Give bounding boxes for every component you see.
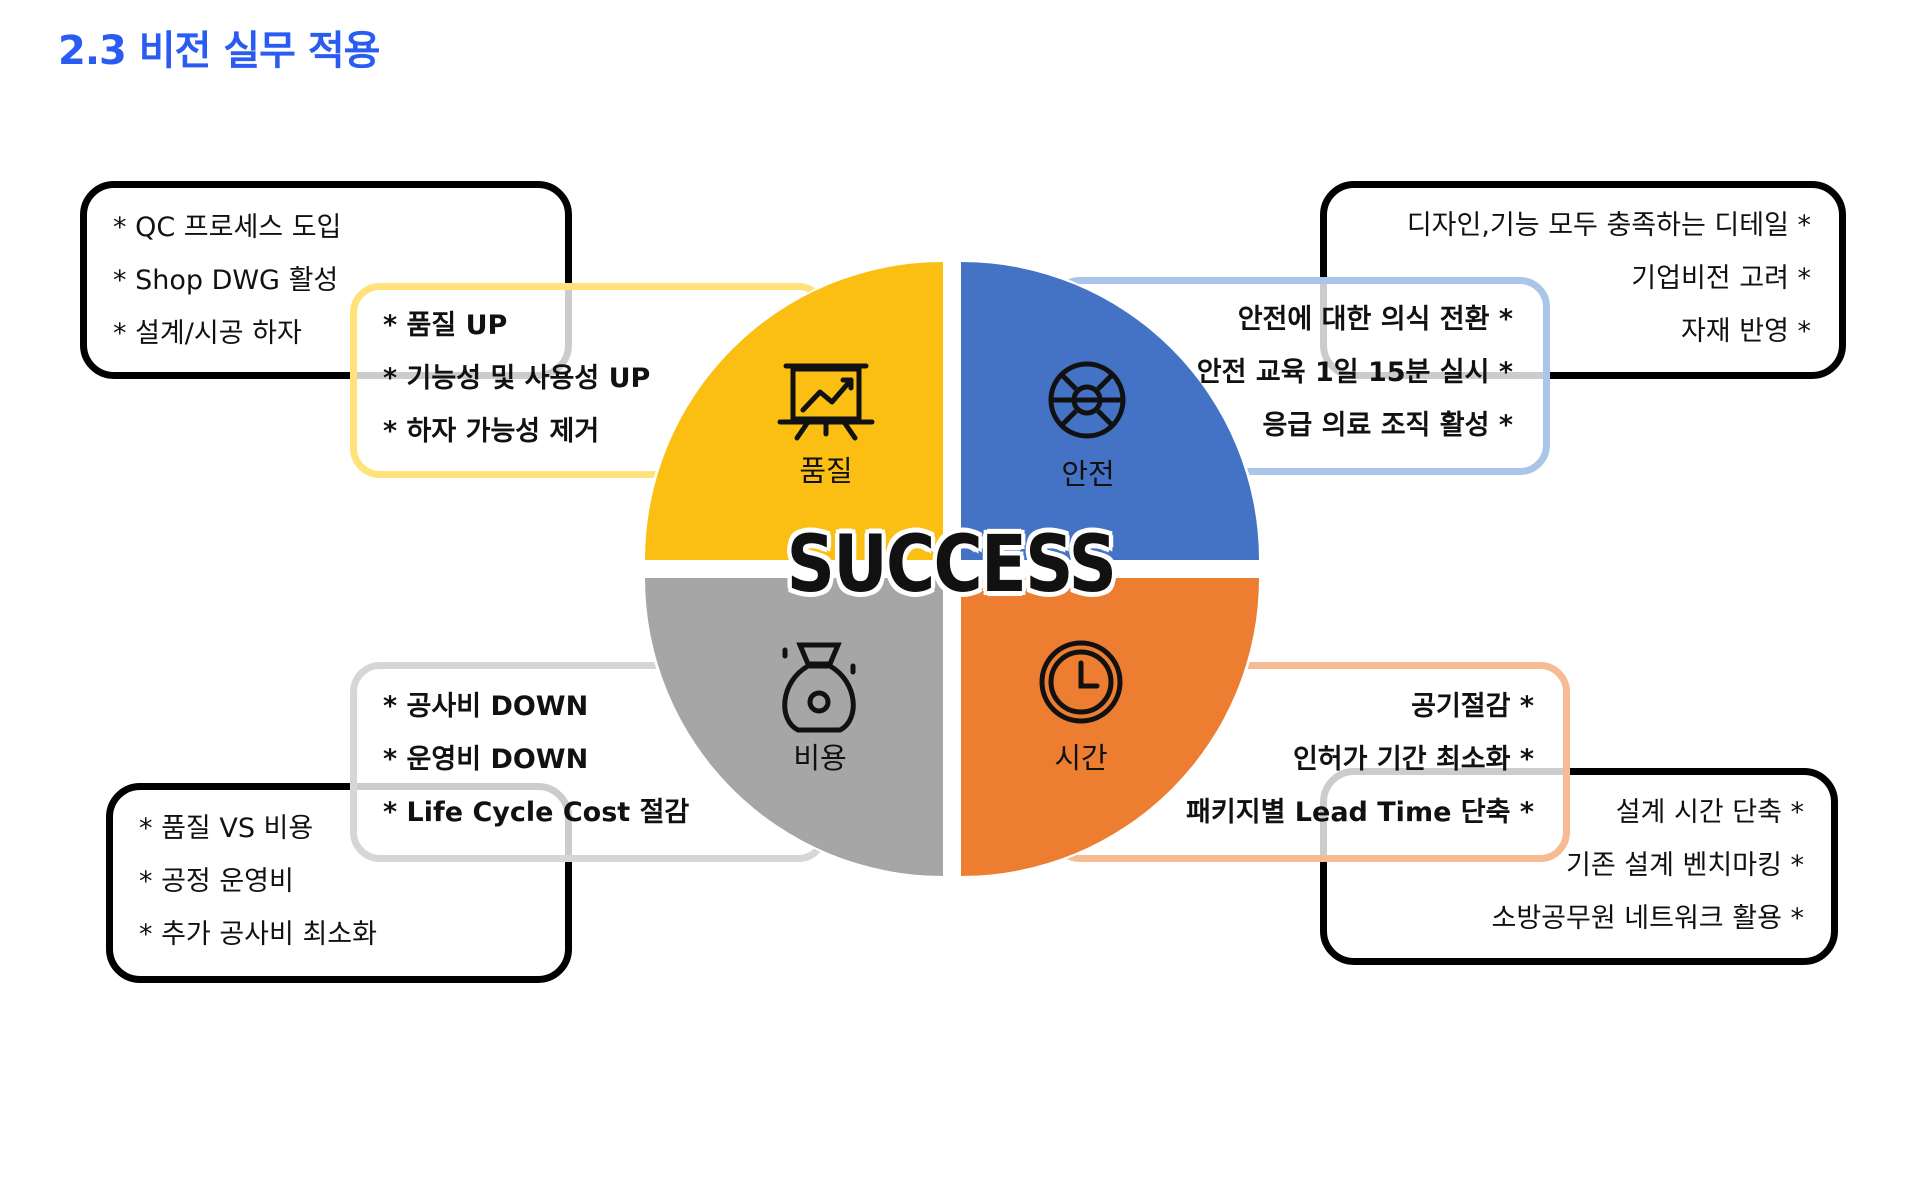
list-item: 안전에 대한 의식 전환 * — [1237, 304, 1513, 335]
safety-detail-list: 디자인,기능 모두 충족하는 디테일 * 기업비전 고려 * 자재 반영 * — [1407, 199, 1811, 358]
list-item: 기존 설계 벤치마킹 * — [1566, 850, 1804, 881]
list-item: * Shop DWG 활성 — [113, 265, 339, 296]
list-item: 기업비전 고려 * — [1631, 263, 1811, 294]
list-item: * 추가 공사비 최소화 — [139, 919, 377, 950]
list-item: * 품질 VS 비용 — [139, 813, 314, 844]
list-item: 자재 반영 * — [1680, 316, 1811, 347]
presentation-chart-icon — [777, 363, 875, 441]
time-segment-label: 시간 — [1054, 741, 1108, 775]
list-item: * 하자 가능성 제거 — [383, 416, 600, 447]
quality-detail-list: * QC 프로세스 도입 * Shop DWG 활성 * 설계/시공 하자 — [113, 201, 341, 360]
cost-detail-box — [106, 783, 572, 983]
success-label: SUCCESS — [786, 520, 1117, 610]
list-item: 패키지별 Lead Time 단축 * — [1186, 797, 1534, 828]
list-item: 안전 교육 1일 15분 실시 * — [1196, 357, 1513, 388]
list-item: * 기능성 및 사용성 UP — [383, 363, 651, 394]
list-item: * 설계/시공 하자 — [113, 318, 302, 349]
list-item: * 운영비 DOWN — [383, 744, 589, 775]
list-item: 설계 시간 단축 * — [1615, 797, 1804, 828]
clock-icon — [1039, 640, 1123, 724]
cost-segment-label: 비용 — [793, 741, 847, 775]
safety-segment — [961, 262, 1259, 560]
page-title: 2.3 비전 실무 적용 — [58, 28, 380, 74]
lifebuoy-icon — [1048, 361, 1126, 439]
time-goal-list: 공기절감 * 인허가 기간 최소화 * 패키지별 Lead Time 단축 * — [1186, 680, 1534, 839]
list-item: 응급 의료 조직 활성 * — [1262, 410, 1513, 441]
list-item: 공기절감 * — [1411, 691, 1534, 722]
list-item: * 품질 UP — [383, 310, 508, 341]
list-item: 소방공무원 네트워크 활용 * — [1491, 903, 1805, 934]
time-detail-list: 설계 시간 단축 * 기존 설계 벤치마킹 * 소방공무원 네트워크 활용 * — [1492, 786, 1805, 945]
list-item: * 공사비 DOWN — [383, 691, 589, 722]
cost-goal-list: * 공사비 DOWN * 운영비 DOWN * Life Cycle Cost … — [383, 680, 689, 839]
list-item: * QC 프로세스 도입 — [113, 212, 342, 243]
cost-detail-list: * 품질 VS 비용 * 공정 운영비 * 추가 공사비 최소화 — [139, 802, 377, 961]
list-item: 인허가 기간 최소화 * — [1292, 744, 1534, 775]
money-bag-icon — [782, 642, 856, 733]
list-item: 디자인,기능 모두 충족하는 디테일 * — [1406, 210, 1811, 241]
quality-segment-label: 품질 — [799, 454, 853, 488]
list-item: * Life Cycle Cost 절감 — [383, 797, 690, 828]
list-item: * 공정 운영비 — [139, 866, 294, 897]
safety-goal-list: 안전에 대한 의식 전환 * 안전 교육 1일 15분 실시 * 응급 의료 조… — [1197, 293, 1513, 452]
quality-goal-list: * 품질 UP * 기능성 및 사용성 UP * 하자 가능성 제거 — [383, 299, 650, 458]
time-segment — [961, 578, 1259, 876]
safety-segment-label: 안전 — [1061, 457, 1115, 491]
